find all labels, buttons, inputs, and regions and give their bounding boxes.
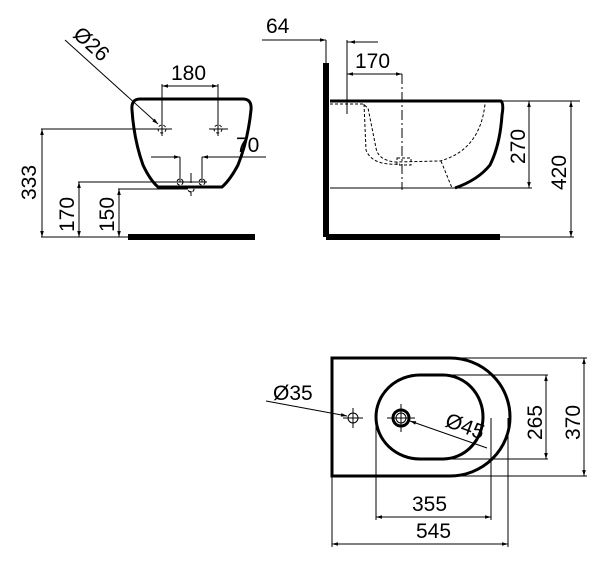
dim-hole-spacing: 180 xyxy=(171,62,206,85)
dim-bowl-height: 270 xyxy=(507,129,530,164)
front-body-outline xyxy=(130,97,253,189)
dim-bowl-width: 265 xyxy=(524,405,547,440)
top-outer-outline xyxy=(330,356,512,478)
front-view: Ø26 180 70 333 170 150 xyxy=(18,23,266,240)
dim-hole-height: 333 xyxy=(18,165,41,200)
top-view: Ø35 Ø45 265 370 355 545 xyxy=(265,356,587,547)
dim-tap-hole-diameter: Ø35 xyxy=(273,382,313,405)
dim-hole-diameter: Ø26 xyxy=(69,23,114,67)
dim-drain-diameter: Ø45 xyxy=(442,409,487,444)
dim-inlet-height: 170 xyxy=(56,197,79,232)
top-bowl-outline xyxy=(374,373,485,461)
dim-inlet-offset: 70 xyxy=(236,134,259,157)
dim-outlet-height: 150 xyxy=(96,197,119,232)
tap-hole xyxy=(343,408,363,428)
dim-bowl-length: 355 xyxy=(412,493,447,516)
dim-rim-height: 420 xyxy=(548,155,571,190)
dim-overall-length: 545 xyxy=(416,520,451,543)
dim-outlet-distance: 170 xyxy=(355,50,390,73)
drain-hole xyxy=(387,404,415,432)
dim-overall-width: 370 xyxy=(562,405,585,440)
side-view: 64 170 270 420 xyxy=(262,15,580,240)
dim-wall-offset: 64 xyxy=(266,15,290,38)
side-body-outline xyxy=(330,99,505,190)
